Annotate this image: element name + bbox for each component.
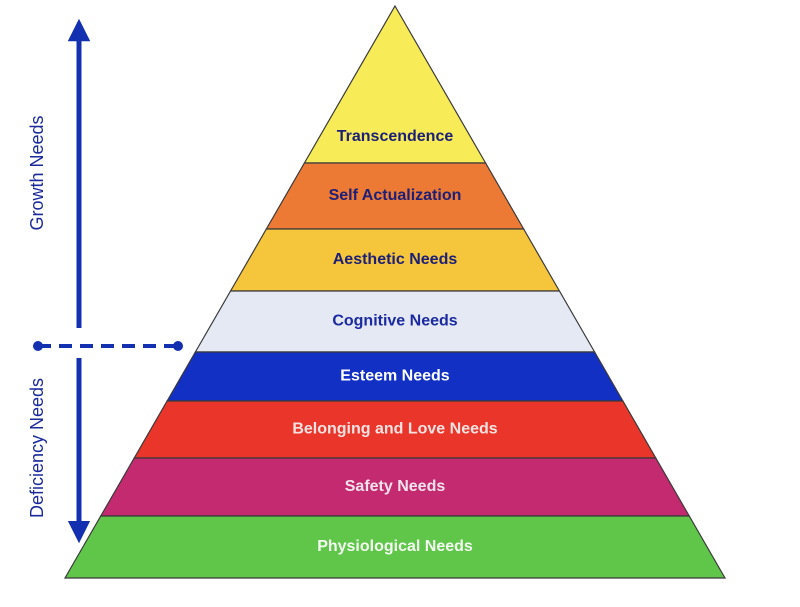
tier-aesthetic-needs: Aesthetic Needs [229, 228, 561, 292]
tier-self-actualization: Self Actualization [265, 162, 525, 230]
tier-transcendence: Transcendence [303, 4, 487, 164]
tier-label: Self Actualization [329, 187, 462, 204]
tier-cognitive-needs: Cognitive Needs [194, 290, 596, 353]
divider-left-dot [33, 341, 43, 351]
growth-needs-label: Growth Needs [27, 115, 47, 230]
tier-shape [63, 515, 727, 579]
tier-safety-needs: Safety Needs [99, 457, 691, 517]
tier-label: Safety Needs [345, 478, 446, 495]
deficiency-needs-label: Deficiency Needs [27, 378, 47, 518]
tier-label: Aesthetic Needs [333, 251, 458, 268]
tier-label: Belonging and Love Needs [292, 421, 497, 438]
tier-label: Physiological Needs [317, 538, 473, 555]
tier-esteem-needs: Esteem Needs [166, 351, 624, 402]
tier-label: Cognitive Needs [332, 313, 457, 330]
tier-label: Transcendence [337, 128, 454, 145]
tier-physiological-needs: Physiological Needs [63, 515, 727, 579]
tier-label: Esteem Needs [340, 368, 449, 385]
divider-right-dot [173, 341, 183, 351]
tier-belonging-and-love-needs: Belonging and Love Needs [133, 400, 657, 459]
